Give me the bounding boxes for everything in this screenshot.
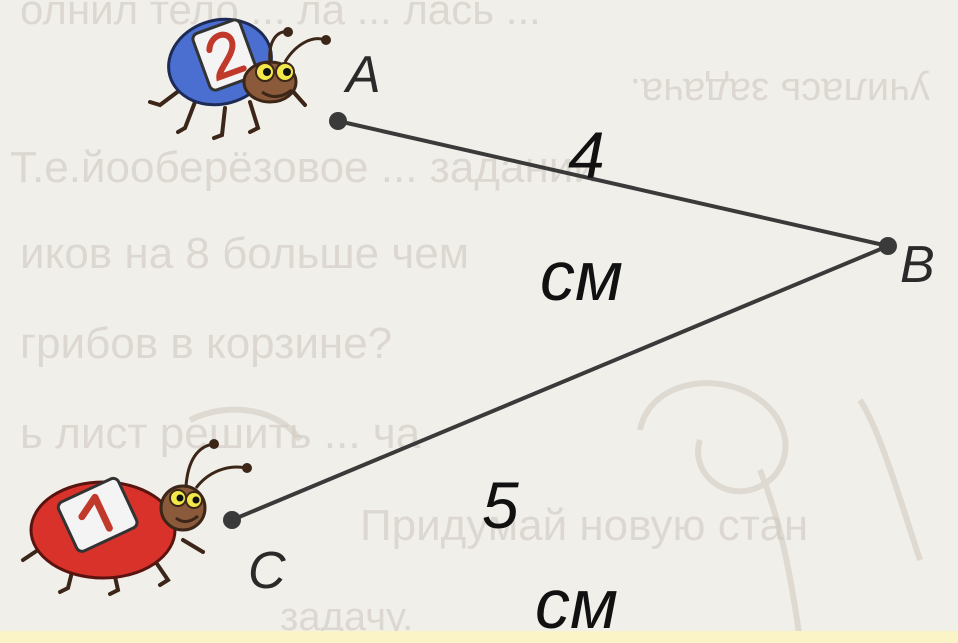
segment-bc <box>230 244 890 522</box>
point-b-label: B <box>900 236 935 294</box>
bg-text-line-5: грибов в корзине? <box>20 319 392 368</box>
bg-text-line-7: Придумай новую стан <box>360 501 808 550</box>
segment-ab-value: 4 <box>568 118 605 192</box>
background-sketch <box>188 380 923 641</box>
segment-ab-unit: см <box>540 237 623 315</box>
point-a-label: A <box>343 46 381 104</box>
ladybug-with-card-2-icon <box>148 17 331 140</box>
points <box>223 112 897 529</box>
point-c-label: C <box>248 542 286 600</box>
segment-bc-value: 5 <box>482 468 519 542</box>
ladybug-with-card-1-icon <box>21 439 252 596</box>
bg-text-line-4: иков на 8 больше чем <box>20 229 469 278</box>
bottom-highlight-band <box>0 631 958 643</box>
segment-bc-unit: см <box>535 565 618 643</box>
segments <box>230 119 890 522</box>
segment-ab <box>336 119 890 248</box>
bg-text-line-6: ь лист решить ... ча <box>20 409 421 458</box>
bg-text-line-2: училась задача. <box>630 70 930 114</box>
point-c-dot <box>223 511 241 529</box>
bg-text-line-3: Т.е.йооберёзовое ... задании <box>10 143 598 192</box>
point-a-dot <box>329 112 347 130</box>
point-b-dot <box>879 237 897 255</box>
bg-text-line-1: олнил тело ... ла ... лась ... <box>20 0 541 33</box>
